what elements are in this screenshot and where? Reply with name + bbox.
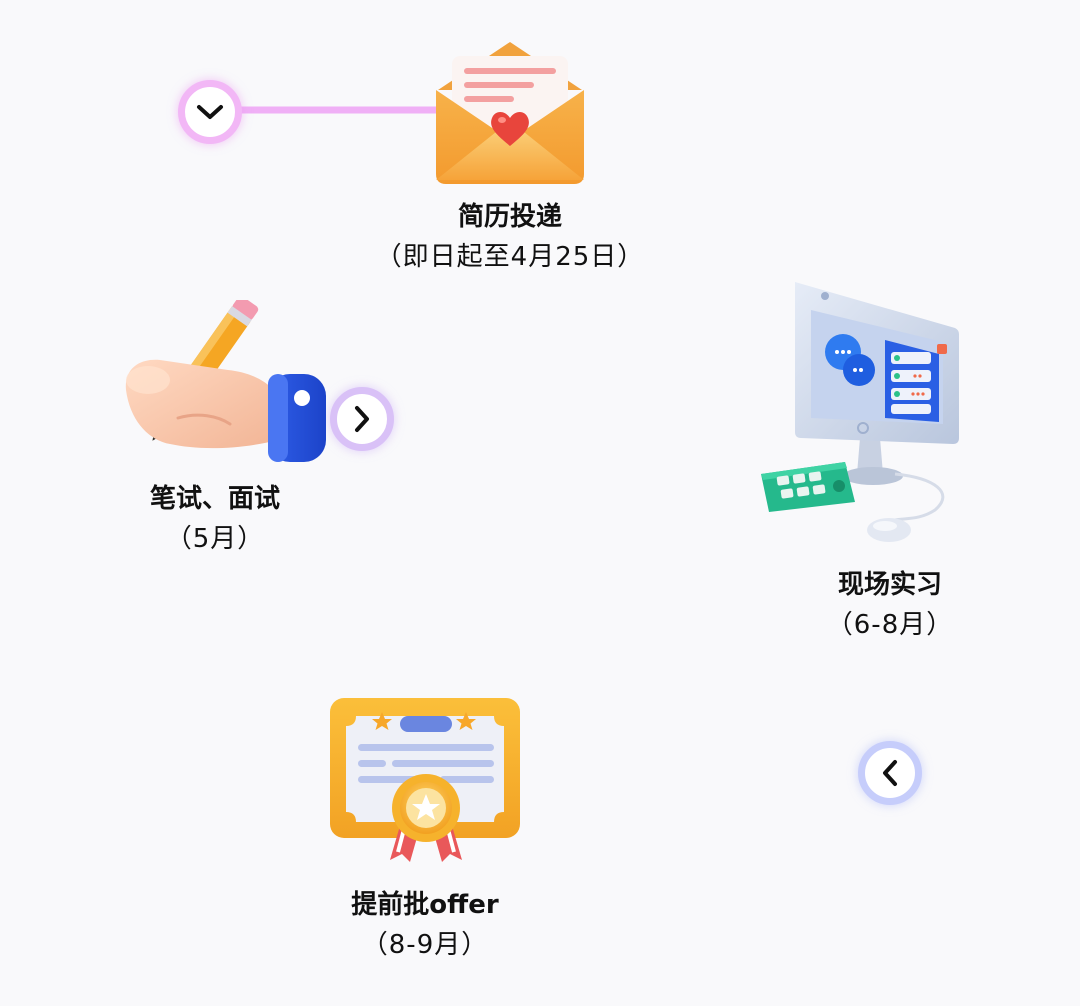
step-resume: 简历投递 （即日起至4月25日）	[300, 198, 720, 278]
chevron-left-icon	[883, 760, 897, 786]
step-offer-title: 提前批offer	[351, 890, 499, 920]
hand-writing-pencil-icon	[125, 300, 326, 462]
envelope-heart-icon	[436, 42, 584, 184]
chevron-left-node	[858, 741, 922, 805]
step-internship-period: （6-8月）	[826, 610, 954, 640]
step-internship-title: 现场实习	[837, 570, 942, 600]
step-internship: 现场实习 （6-8月）	[735, 566, 1045, 646]
step-exam-title: 笔试、面试	[149, 484, 280, 514]
step-exam-period: （5月）	[165, 524, 265, 554]
computer-chat-icon	[761, 282, 959, 542]
step-offer: 提前批offer （8-9月）	[270, 886, 580, 966]
step-resume-title: 简历投递	[457, 202, 562, 232]
step-resume-period: （即日起至4月25日）	[375, 242, 645, 272]
certificate-badge-icon	[330, 698, 520, 862]
step-offer-period: （8-9月）	[361, 930, 489, 960]
step-exam: 笔试、面试 （5月）	[60, 480, 370, 560]
chevron-down-node	[178, 80, 242, 144]
chevron-down-icon	[197, 105, 223, 119]
chevron-right-icon	[355, 406, 369, 432]
chevron-right-node	[330, 387, 394, 451]
